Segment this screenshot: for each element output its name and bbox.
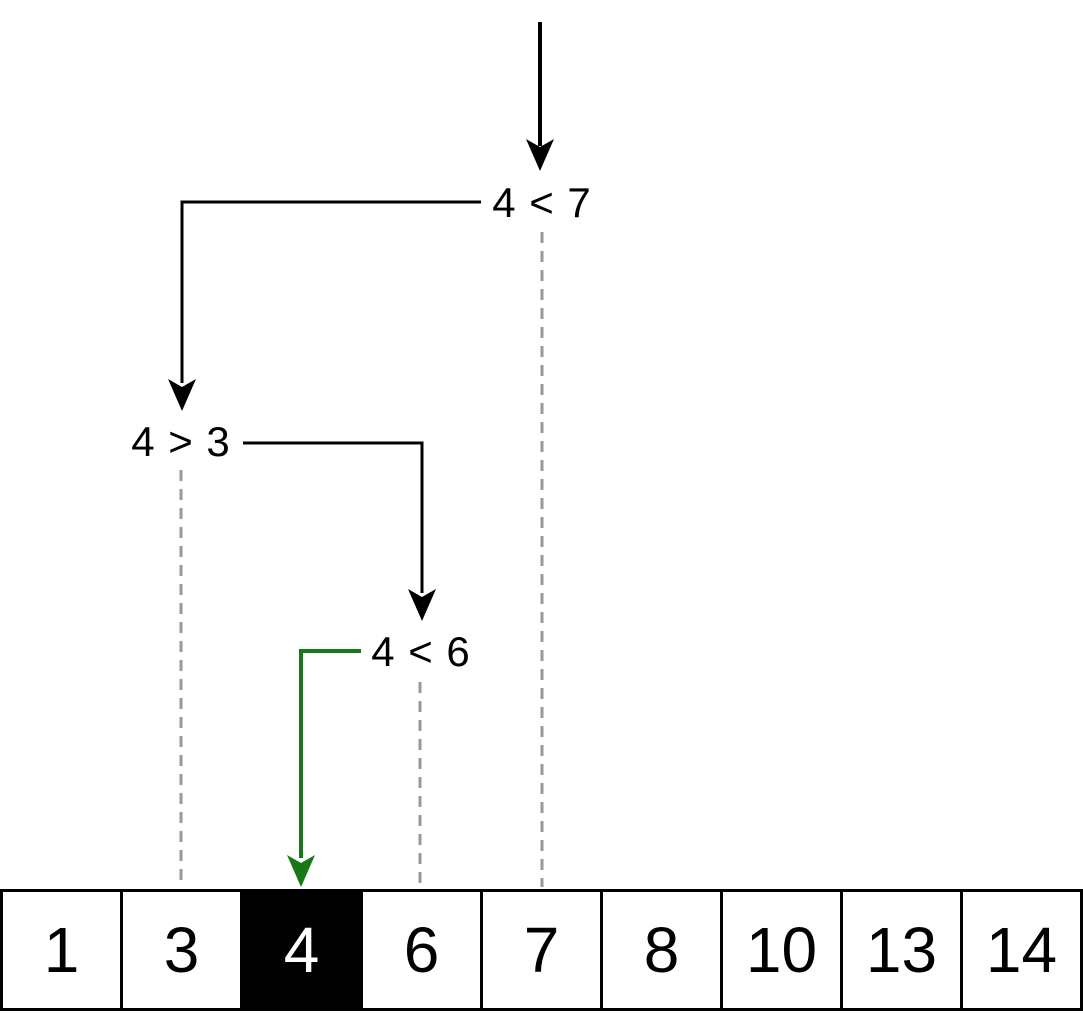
comparison-label-3: 4 < 6 xyxy=(367,628,475,676)
comparison-label-1: 4 < 7 xyxy=(488,179,596,227)
array-cell: 6 xyxy=(363,889,483,1011)
array-cell: 13 xyxy=(843,889,963,1011)
array-cell: 7 xyxy=(483,889,603,1011)
array-cell: 14 xyxy=(963,889,1083,1011)
array-cell: 8 xyxy=(603,889,723,1011)
array-cell: 3 xyxy=(123,889,243,1011)
array-cell-highlighted: 4 xyxy=(243,889,363,1011)
array-cell: 1 xyxy=(0,889,123,1011)
go-right-arrow-icon xyxy=(243,441,436,621)
array-cell: 10 xyxy=(723,889,843,1011)
go-left-arrow-icon xyxy=(168,200,481,411)
comparison-label-2: 4 > 3 xyxy=(127,418,235,466)
found-arrow-icon xyxy=(287,649,361,887)
start-arrow-icon xyxy=(526,22,554,171)
